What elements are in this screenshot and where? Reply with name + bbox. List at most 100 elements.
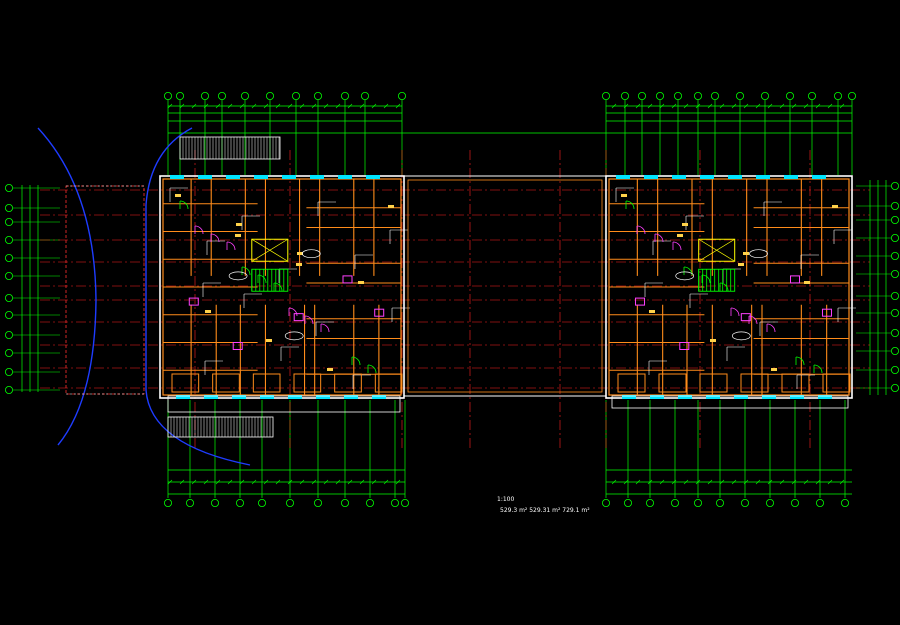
window xyxy=(344,395,358,399)
room-tag xyxy=(649,310,655,313)
window xyxy=(282,175,296,179)
shaft xyxy=(635,297,646,306)
bottom-room xyxy=(212,373,240,393)
axis-bubble xyxy=(5,271,13,280)
axis-bubble xyxy=(891,215,900,224)
window xyxy=(176,395,190,399)
window xyxy=(616,175,630,179)
top-outdoor-stair xyxy=(179,136,281,160)
axis-bubble xyxy=(848,92,857,101)
axis-bubble xyxy=(5,348,13,357)
door-swing xyxy=(766,323,776,333)
axis-bubble xyxy=(891,269,900,278)
axis-bubble xyxy=(621,92,630,101)
axis-bubble xyxy=(185,498,194,507)
window xyxy=(260,395,274,399)
axis-bubble xyxy=(891,346,900,355)
door-swing xyxy=(304,315,314,325)
axis-bubble xyxy=(646,498,655,507)
room-label-ellipse xyxy=(731,331,751,341)
axis-bubble xyxy=(674,92,683,101)
window xyxy=(204,395,218,399)
door-swing xyxy=(367,364,377,374)
room-label-ellipse xyxy=(749,249,768,259)
door-swing xyxy=(288,307,298,317)
axis-bubble xyxy=(5,183,13,192)
bottom-room xyxy=(658,373,687,393)
door-swing xyxy=(194,225,204,235)
window xyxy=(316,395,330,399)
axis-bubble xyxy=(891,308,900,317)
axis-bubble xyxy=(5,253,13,262)
shaft xyxy=(293,313,304,322)
window xyxy=(644,175,658,179)
door-swing xyxy=(748,315,758,325)
axis-bubble xyxy=(891,291,900,300)
room-tag xyxy=(175,194,181,197)
axis-bubble xyxy=(5,385,13,394)
side-dimension-lines xyxy=(21,180,887,395)
axis-bubble xyxy=(736,92,745,101)
axis-bubble xyxy=(163,498,172,507)
scale-label: 1:100 xyxy=(497,496,515,503)
axis-bubble xyxy=(5,203,13,212)
window xyxy=(170,175,184,179)
room-tag xyxy=(205,310,211,313)
axis-bubble xyxy=(891,365,900,374)
room-tag xyxy=(621,194,627,197)
axis-bubble xyxy=(240,92,249,101)
axis-bubble xyxy=(313,92,322,101)
room-label-ellipse xyxy=(228,271,248,281)
shaft xyxy=(679,342,690,350)
axis-bubble xyxy=(891,181,900,190)
room-tag xyxy=(266,339,272,342)
bottom-room xyxy=(822,373,851,393)
window xyxy=(198,175,212,179)
axis-bubble xyxy=(816,498,825,507)
axis-bubble xyxy=(716,498,725,507)
axis-bubble xyxy=(891,233,900,242)
area-summary-line: 529.3 m² 529.31 m² 729.1 m² xyxy=(500,507,590,514)
door-swing xyxy=(320,323,330,333)
room-tag xyxy=(388,205,394,208)
window xyxy=(232,395,246,399)
door-swing xyxy=(813,364,823,374)
axis-bubble xyxy=(711,92,720,101)
axis-bubble xyxy=(5,217,13,226)
window xyxy=(700,175,714,179)
axis-bubble xyxy=(5,310,13,319)
axis-bubble xyxy=(340,498,349,507)
window xyxy=(790,395,804,399)
axis-bubble xyxy=(5,330,13,339)
window xyxy=(678,395,692,399)
grid-axes xyxy=(5,92,900,507)
axis-bubble xyxy=(761,92,770,101)
axis-bubble xyxy=(400,498,409,507)
bottom-room xyxy=(252,373,281,393)
axis-bubble xyxy=(891,383,900,392)
axis-bubble xyxy=(624,498,633,507)
window xyxy=(706,395,720,399)
right-tower-plan xyxy=(605,175,856,409)
room-tag xyxy=(296,263,302,266)
axis-bubble xyxy=(891,251,900,260)
door-swing xyxy=(179,200,189,210)
axis-bubble xyxy=(285,498,294,507)
bottom-room xyxy=(171,373,200,393)
bottom-room xyxy=(374,373,403,393)
shaft xyxy=(790,275,800,284)
window xyxy=(338,175,352,179)
axis-bubble xyxy=(741,498,750,507)
elevator-core xyxy=(251,238,289,262)
room-tag xyxy=(771,368,777,371)
shaft xyxy=(342,275,353,284)
axis-bubble xyxy=(786,92,795,101)
axis-bubble xyxy=(694,498,703,507)
axis-bubble xyxy=(5,235,13,244)
axis-bubble xyxy=(217,92,226,101)
axis-bubble xyxy=(163,92,172,101)
bottom-room xyxy=(699,373,728,393)
axis-bubble xyxy=(5,367,13,376)
window xyxy=(254,175,268,179)
